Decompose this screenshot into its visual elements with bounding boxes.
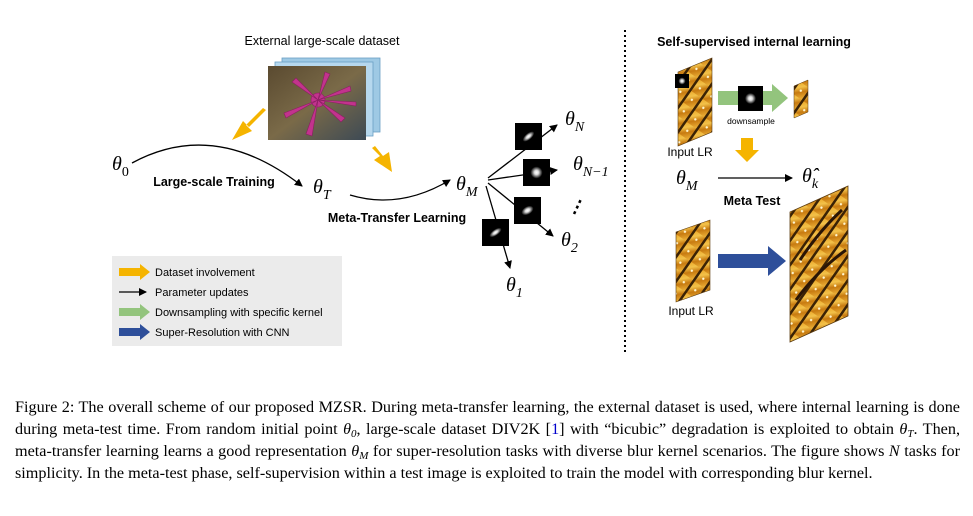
dataset-image-stack [268, 57, 381, 140]
external-dataset-label: External large-scale dataset [245, 34, 400, 48]
theta-1: θ1 [506, 274, 523, 301]
kernel-thumbnail-test-top [675, 74, 689, 88]
legend: Dataset involvement Parameter updates Do… [112, 256, 342, 346]
caption-theta-0: θ0 [343, 420, 357, 440]
theta-2: θ2 [561, 229, 578, 256]
caption-N: N [888, 442, 900, 460]
theta-T: θT [313, 176, 332, 203]
ellipsis-dots: ⋮ [565, 194, 590, 220]
input-lr-label-bottom: Input LR [668, 304, 714, 318]
mzsr-scheme-figure: External large-scale dataset θ0 Large-sc… [112, 30, 851, 352]
dataset-involvement-arrow-left [232, 108, 266, 140]
svg-text:Parameter updates: Parameter updates [155, 287, 249, 299]
input-lr-image-top [677, 57, 713, 147]
super-resolution-arrow [718, 246, 786, 276]
svg-text:Dataset involvement: Dataset involvement [155, 267, 255, 279]
kernel-N [515, 123, 542, 150]
meta-test-dataset-arrow [735, 138, 759, 162]
legend-item-super-resolution: Super-Resolution with CNN [119, 324, 290, 340]
citation-link[interactable]: 1 [551, 420, 560, 438]
svg-text:Downsampling with specific ker: Downsampling with specific kernel [155, 307, 323, 319]
arrow-meta-transfer [349, 179, 451, 201]
meta-transfer-label: Meta-Transfer Learning [328, 211, 466, 225]
theta-M-meta-test: θM [676, 167, 699, 194]
large-scale-training-label: Large-scale Training [153, 175, 275, 189]
input-lr-image-bottom [675, 219, 711, 303]
internal-learning-title: Self-supervised internal learning [657, 35, 851, 49]
kernel-2 [514, 197, 541, 224]
theta-0: θ0 [112, 153, 129, 180]
svg-text:Super-Resolution with CNN: Super-Resolution with CNN [155, 327, 290, 339]
theta-M: θM [456, 173, 479, 200]
super-resolved-image [789, 185, 849, 343]
caption-theta-T: θT [899, 420, 914, 440]
downsample-label: downsample [727, 116, 775, 126]
figure-caption: Figure 2: The overall scheme of our prop… [15, 398, 960, 482]
kernel-1 [482, 219, 509, 246]
legend-item-parameter-updates: Parameter updates [119, 287, 249, 299]
meta-test-label: Meta Test [724, 194, 782, 208]
caption-theta-M: θM [351, 442, 369, 462]
downsampled-image [793, 79, 809, 119]
legend-item-downsampling: Downsampling with specific kernel [119, 304, 323, 320]
downsample-kernel [738, 86, 763, 111]
dataset-involvement-arrow-right [372, 146, 392, 172]
kernel-N-1 [523, 159, 550, 186]
theta-hat-k: θ̂k [802, 165, 820, 192]
legend-item-dataset: Dataset involvement [119, 264, 255, 280]
branch-to-theta-N [487, 124, 558, 179]
theta-N: θN [565, 108, 585, 135]
input-lr-label-top: Input LR [667, 145, 713, 159]
theta-N-minus-1: θN−1 [573, 153, 609, 180]
arrow-large-scale-training [131, 144, 303, 187]
